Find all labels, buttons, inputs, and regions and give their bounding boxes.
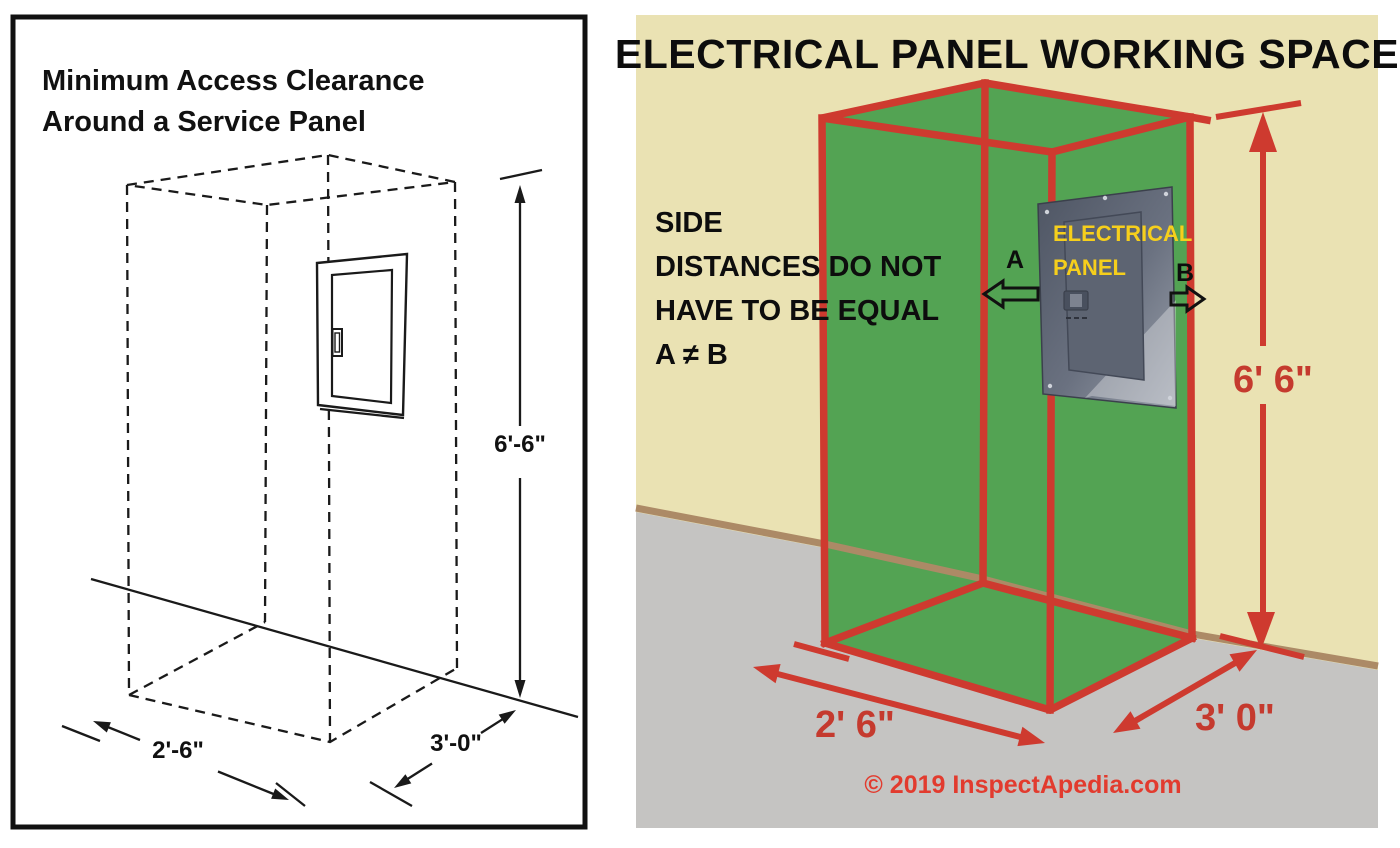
left-height-dimension: 6'-6"	[494, 168, 546, 698]
service-panel	[315, 252, 409, 420]
electrical-panel: ELECTRICAL PANEL	[1037, 186, 1192, 409]
panel-label-line1: ELECTRICAL	[1053, 221, 1192, 246]
right-direction-arrow-icon	[1169, 284, 1207, 314]
floor-wall-line	[90, 577, 579, 719]
left-diagram: Minimum Access Clearance Around a Servic…	[10, 14, 588, 830]
right-width-label: 3' 0"	[1195, 697, 1275, 739]
marker-a-label: A	[1006, 246, 1024, 274]
working-space-box-edges	[818, 79, 1212, 715]
note-line-3: HAVE TO BE EQUAL	[655, 295, 939, 327]
note-line-1: SIDE	[655, 207, 723, 239]
right-height-label: 6' 6"	[1233, 359, 1313, 401]
right-height-dimension: 6' 6"	[1215, 100, 1313, 660]
left-height-label: 6'-6"	[494, 431, 546, 458]
panel-label-line2: PANEL	[1053, 255, 1126, 280]
left-depth-dimension: 2'-6"	[61, 721, 306, 807]
left-depth-label: 2'-6"	[152, 737, 204, 764]
panel-handle	[331, 328, 343, 357]
left-title-line1: Minimum Access Clearance	[42, 65, 425, 97]
right-depth-dimension: 2' 6"	[753, 641, 1045, 747]
left-direction-arrow-icon	[981, 278, 1040, 310]
left-width-label: 3'-0"	[430, 730, 482, 757]
note-line-2: DISTANCES DO NOT	[655, 251, 942, 283]
panel-door	[1063, 211, 1145, 381]
side-distances-note: SIDE DISTANCES DO NOT HAVE TO BE EQUAL A…	[655, 207, 942, 371]
copyright-text: © 2019 InspectApedia.com	[864, 771, 1181, 799]
right-title: ELECTRICAL PANEL WORKING SPACE	[615, 31, 1399, 77]
dashed-clearance-box	[125, 153, 459, 744]
left-diagram-frame	[10, 14, 588, 830]
marker-b-group: B	[1169, 259, 1207, 314]
marker-a-group: A	[981, 246, 1040, 310]
marker-b-label: B	[1176, 259, 1194, 287]
left-width-dimension: 3'-0"	[369, 710, 516, 807]
left-title-line2: Around a Service Panel	[42, 106, 366, 138]
right-width-dimension: 3' 0"	[1113, 650, 1275, 739]
right-diagram: ELECTRICAL PANEL ELECTRICAL PANEL WORKIN…	[615, 15, 1399, 828]
note-line-4: A ≠ B	[655, 339, 728, 371]
panel-screws	[1044, 191, 1173, 401]
right-depth-label: 2' 6"	[815, 704, 895, 746]
